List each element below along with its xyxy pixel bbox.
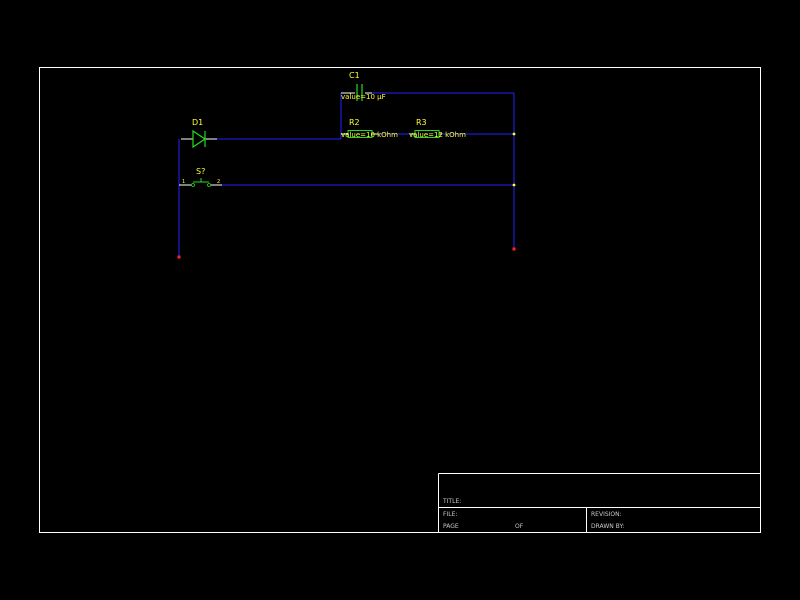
of-field-label: OF xyxy=(515,523,524,530)
d1-ref-label: D1 xyxy=(192,118,203,127)
s1-pin2-label: 2 xyxy=(217,179,220,185)
page-field-label: PAGE xyxy=(443,523,459,530)
s1-pin1-label: 1 xyxy=(182,179,185,185)
net-end-marker[interactable] xyxy=(512,247,516,251)
switch-s1[interactable]: S? 1 2 xyxy=(179,167,222,187)
net-end-marker[interactable] xyxy=(177,255,181,259)
r2-value-label: value=10 kOhm xyxy=(341,131,398,139)
title-block xyxy=(438,473,760,532)
c1-value-label: value=10 µF xyxy=(341,93,386,101)
r2-ref-label: R2 xyxy=(349,118,360,127)
wires xyxy=(178,92,515,257)
junction-dot xyxy=(512,183,516,187)
drawn-by-field-label: DRAWN BY: xyxy=(591,523,624,530)
title-field-label: TITLE: xyxy=(442,498,461,505)
drawing-frame xyxy=(39,67,761,533)
junction-dot xyxy=(512,132,516,136)
s1-ref-label: S? xyxy=(196,167,205,176)
r3-ref-label: R3 xyxy=(416,118,427,127)
revision-field-label: REVISION: xyxy=(591,511,622,518)
resistor-r2[interactable]: R2 value=10 kOhm xyxy=(341,118,398,139)
diode-d1[interactable]: D1 xyxy=(181,118,217,149)
file-field-label: FILE: xyxy=(443,511,457,518)
c1-ref-label: C1 xyxy=(349,71,360,80)
r3-value-label: value=12 kOhm xyxy=(409,131,466,139)
resistor-r3[interactable]: R3 value=12 kOhm xyxy=(409,118,466,139)
capacitor-c1[interactable]: C1 value=10 µF xyxy=(341,71,386,101)
